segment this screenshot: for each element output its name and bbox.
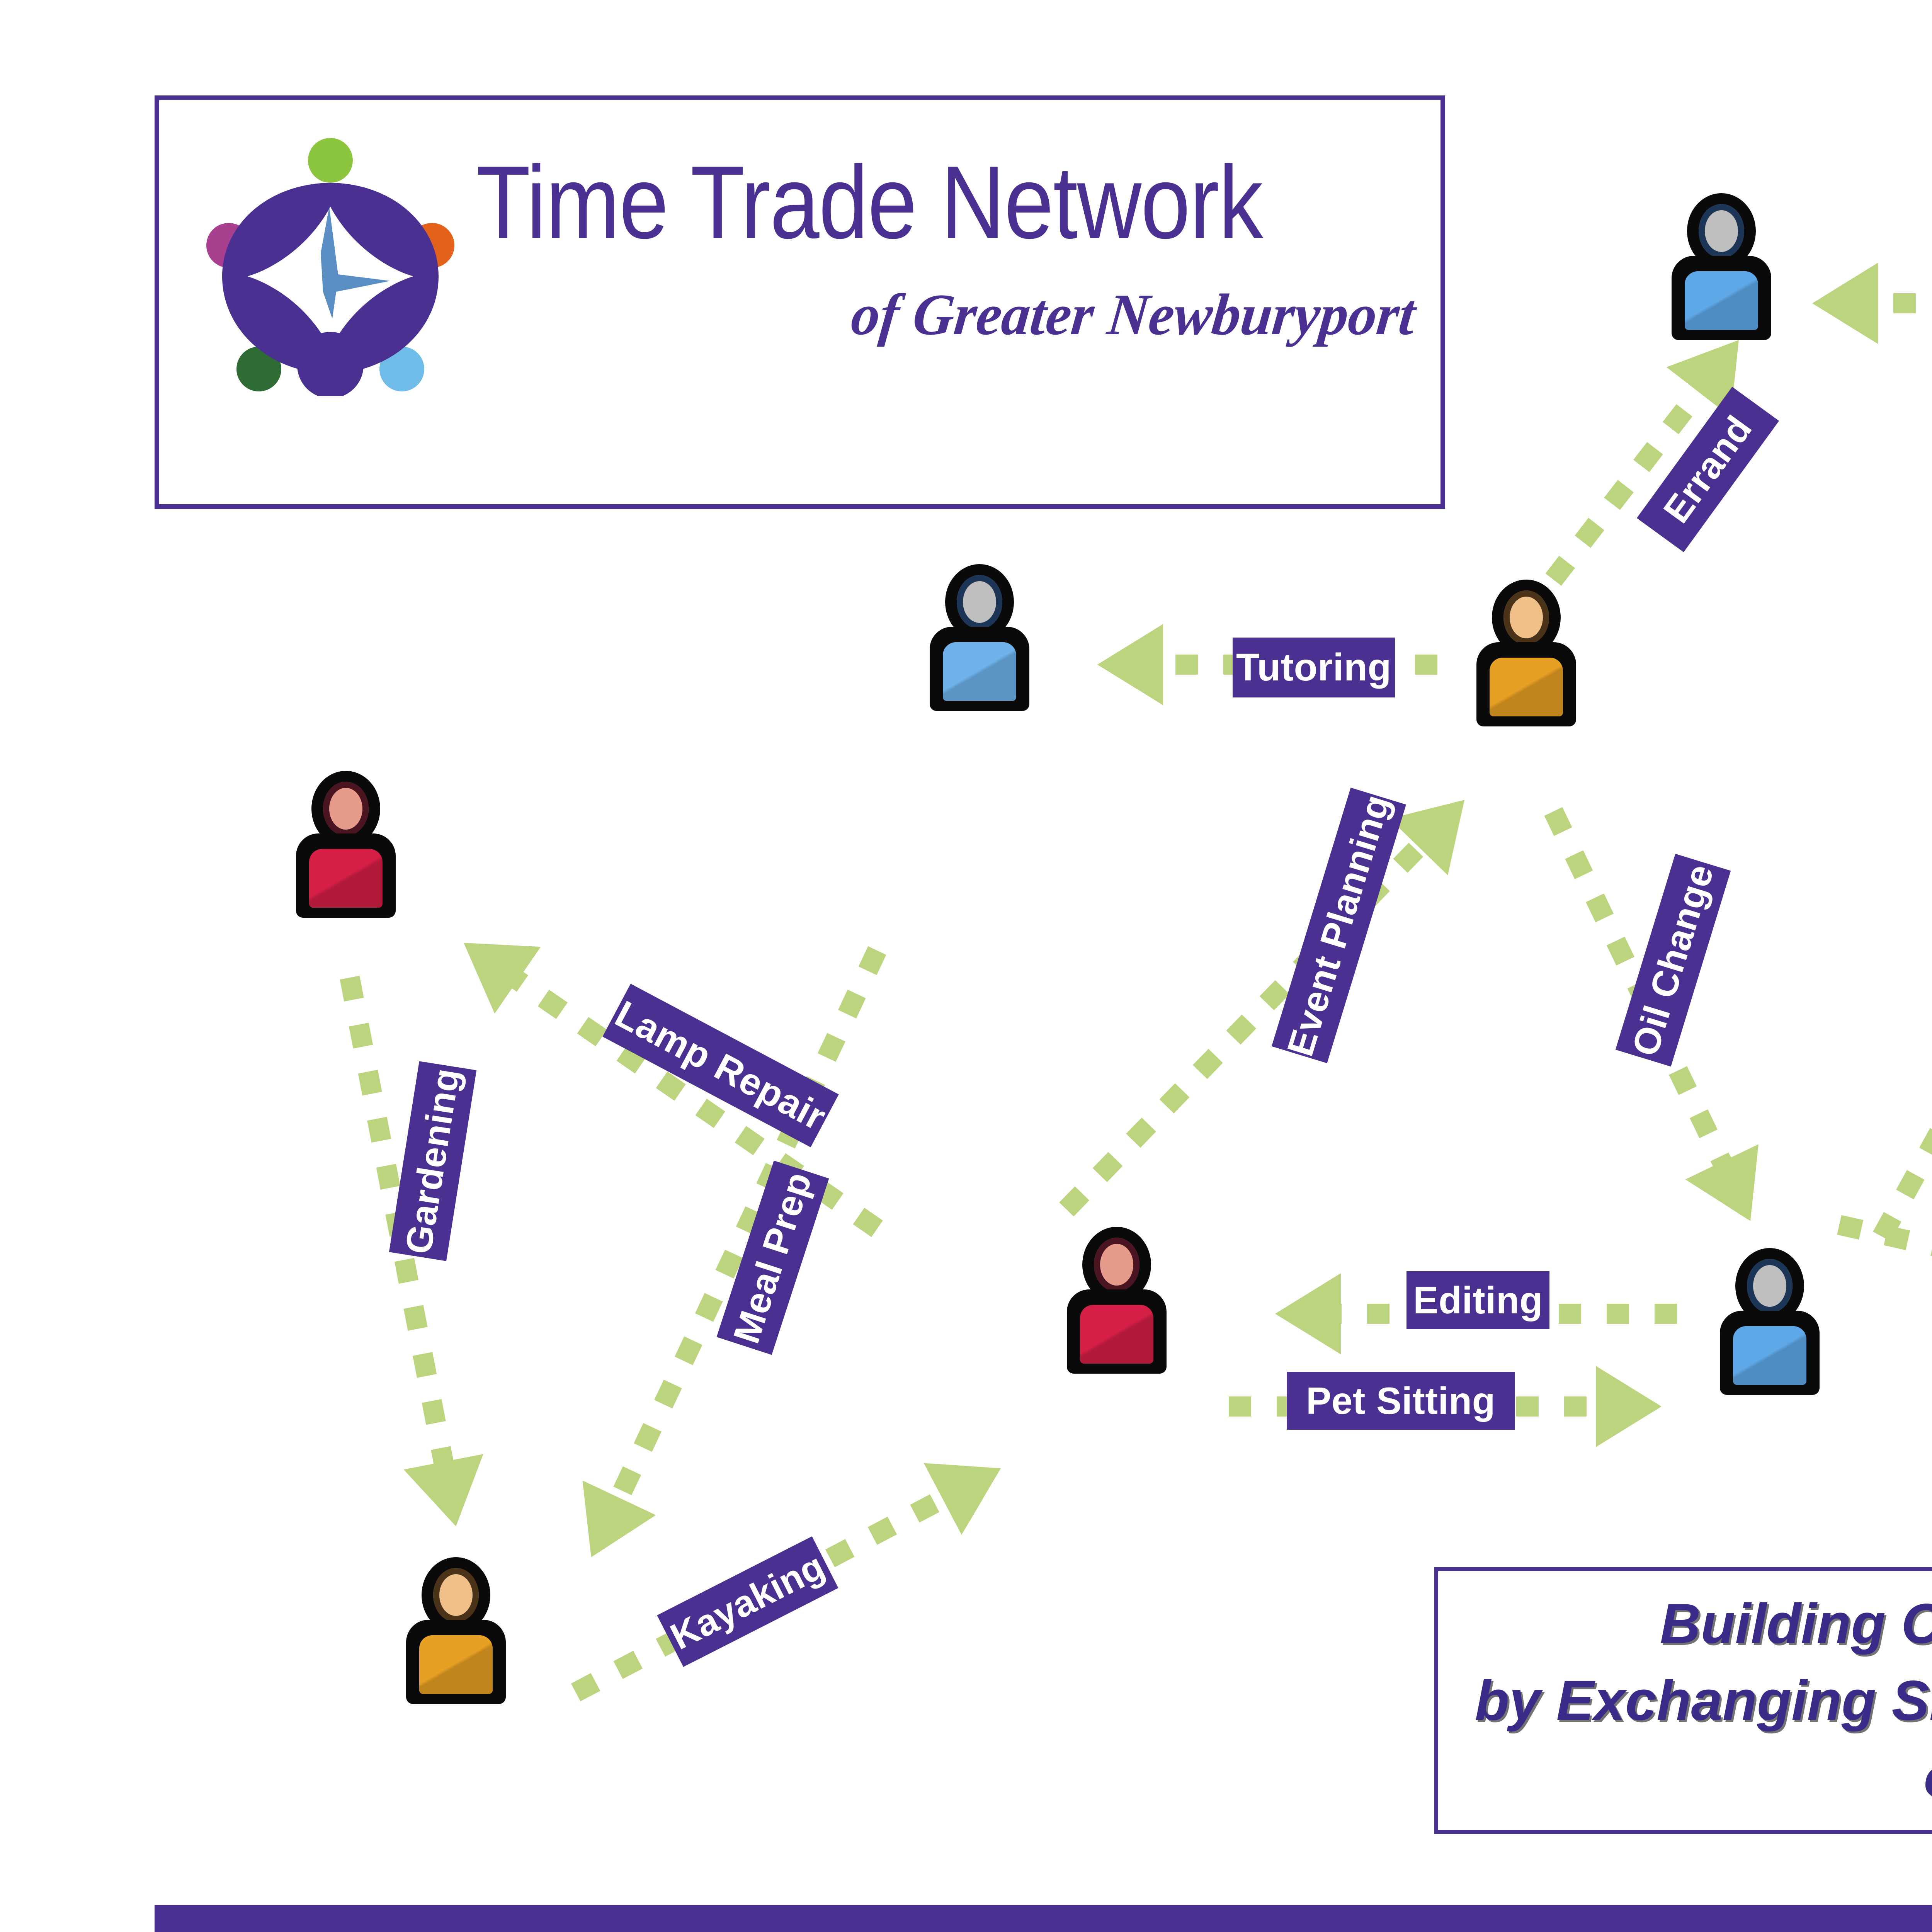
- avatar-body: [1720, 1311, 1820, 1395]
- avatar-face: [1747, 1259, 1793, 1313]
- avatar-shirt: [309, 849, 383, 908]
- arrow-birding: [1812, 263, 1932, 344]
- avatar-face: [323, 782, 369, 836]
- arrow-mealprep: [582, 946, 886, 1557]
- avatar-face: [1094, 1238, 1139, 1292]
- avatar-face: [433, 1568, 479, 1622]
- avatar-shirt: [943, 642, 1016, 701]
- logo-title: Time Trade Network: [476, 144, 1263, 260]
- avatar-body: [930, 627, 1029, 711]
- mission-statement-box: Building Community Bonds by Exchanging S…: [1434, 1567, 1932, 1834]
- person-avatar-p-botleft: [398, 1557, 514, 1704]
- arrow-organizing: [1837, 1215, 1932, 1327]
- person-avatar-p-farleft: [288, 771, 404, 918]
- avatar-face: [1699, 204, 1744, 258]
- service-label-tutoring[interactable]: Tutoring: [1233, 638, 1395, 697]
- avatar-shirt: [1080, 1305, 1153, 1364]
- avatar-face: [957, 575, 1002, 629]
- avatar-body: [1067, 1289, 1167, 1374]
- service-label-text: Editing: [1413, 1279, 1543, 1321]
- avatar-head: [1492, 580, 1561, 655]
- logo-box: Time Trade Network of Greater Newburypor…: [155, 95, 1445, 509]
- avatar-body: [406, 1620, 506, 1704]
- service-label-pet-sitting[interactable]: Pet Sitting: [1287, 1372, 1515, 1430]
- person-avatar-p-botmidleft: [1059, 1227, 1175, 1374]
- person-avatar-p-topmid: [1663, 193, 1779, 340]
- avatar-body: [296, 833, 396, 918]
- mission-line-1: Building Community Bonds: [1660, 1592, 1932, 1655]
- arrow-tutoring: [1097, 624, 1437, 705]
- service-label-editing[interactable]: Editing: [1406, 1271, 1549, 1329]
- arrow-errand: [1545, 340, 1739, 586]
- arrow-lamprepair: [463, 943, 883, 1237]
- avatar-shirt: [1685, 271, 1758, 330]
- service-label-text: Pet Sitting: [1306, 1379, 1496, 1422]
- avatar-body: [1672, 256, 1771, 340]
- mission-line-2: by Exchanging Skills and Services Based …: [1475, 1668, 1932, 1809]
- avatar-shirt: [1490, 658, 1563, 716]
- arrow-eventplanning: [1059, 800, 1464, 1217]
- arrow-editing: [1275, 1273, 1677, 1354]
- circle-of-people-logo-icon: [206, 138, 454, 396]
- avatar-face: [1503, 590, 1549, 645]
- person-avatar-p-botmid: [1712, 1248, 1828, 1395]
- person-avatar-p-center: [1468, 580, 1584, 726]
- avatar-shirt: [1733, 1326, 1806, 1385]
- avatar-body: [1476, 642, 1576, 726]
- avatar-shirt: [419, 1635, 493, 1694]
- person-avatar-p-midleft: [922, 564, 1037, 711]
- arrow-transportation: [1873, 525, 1932, 1242]
- service-label-text: Tutoring: [1236, 646, 1391, 689]
